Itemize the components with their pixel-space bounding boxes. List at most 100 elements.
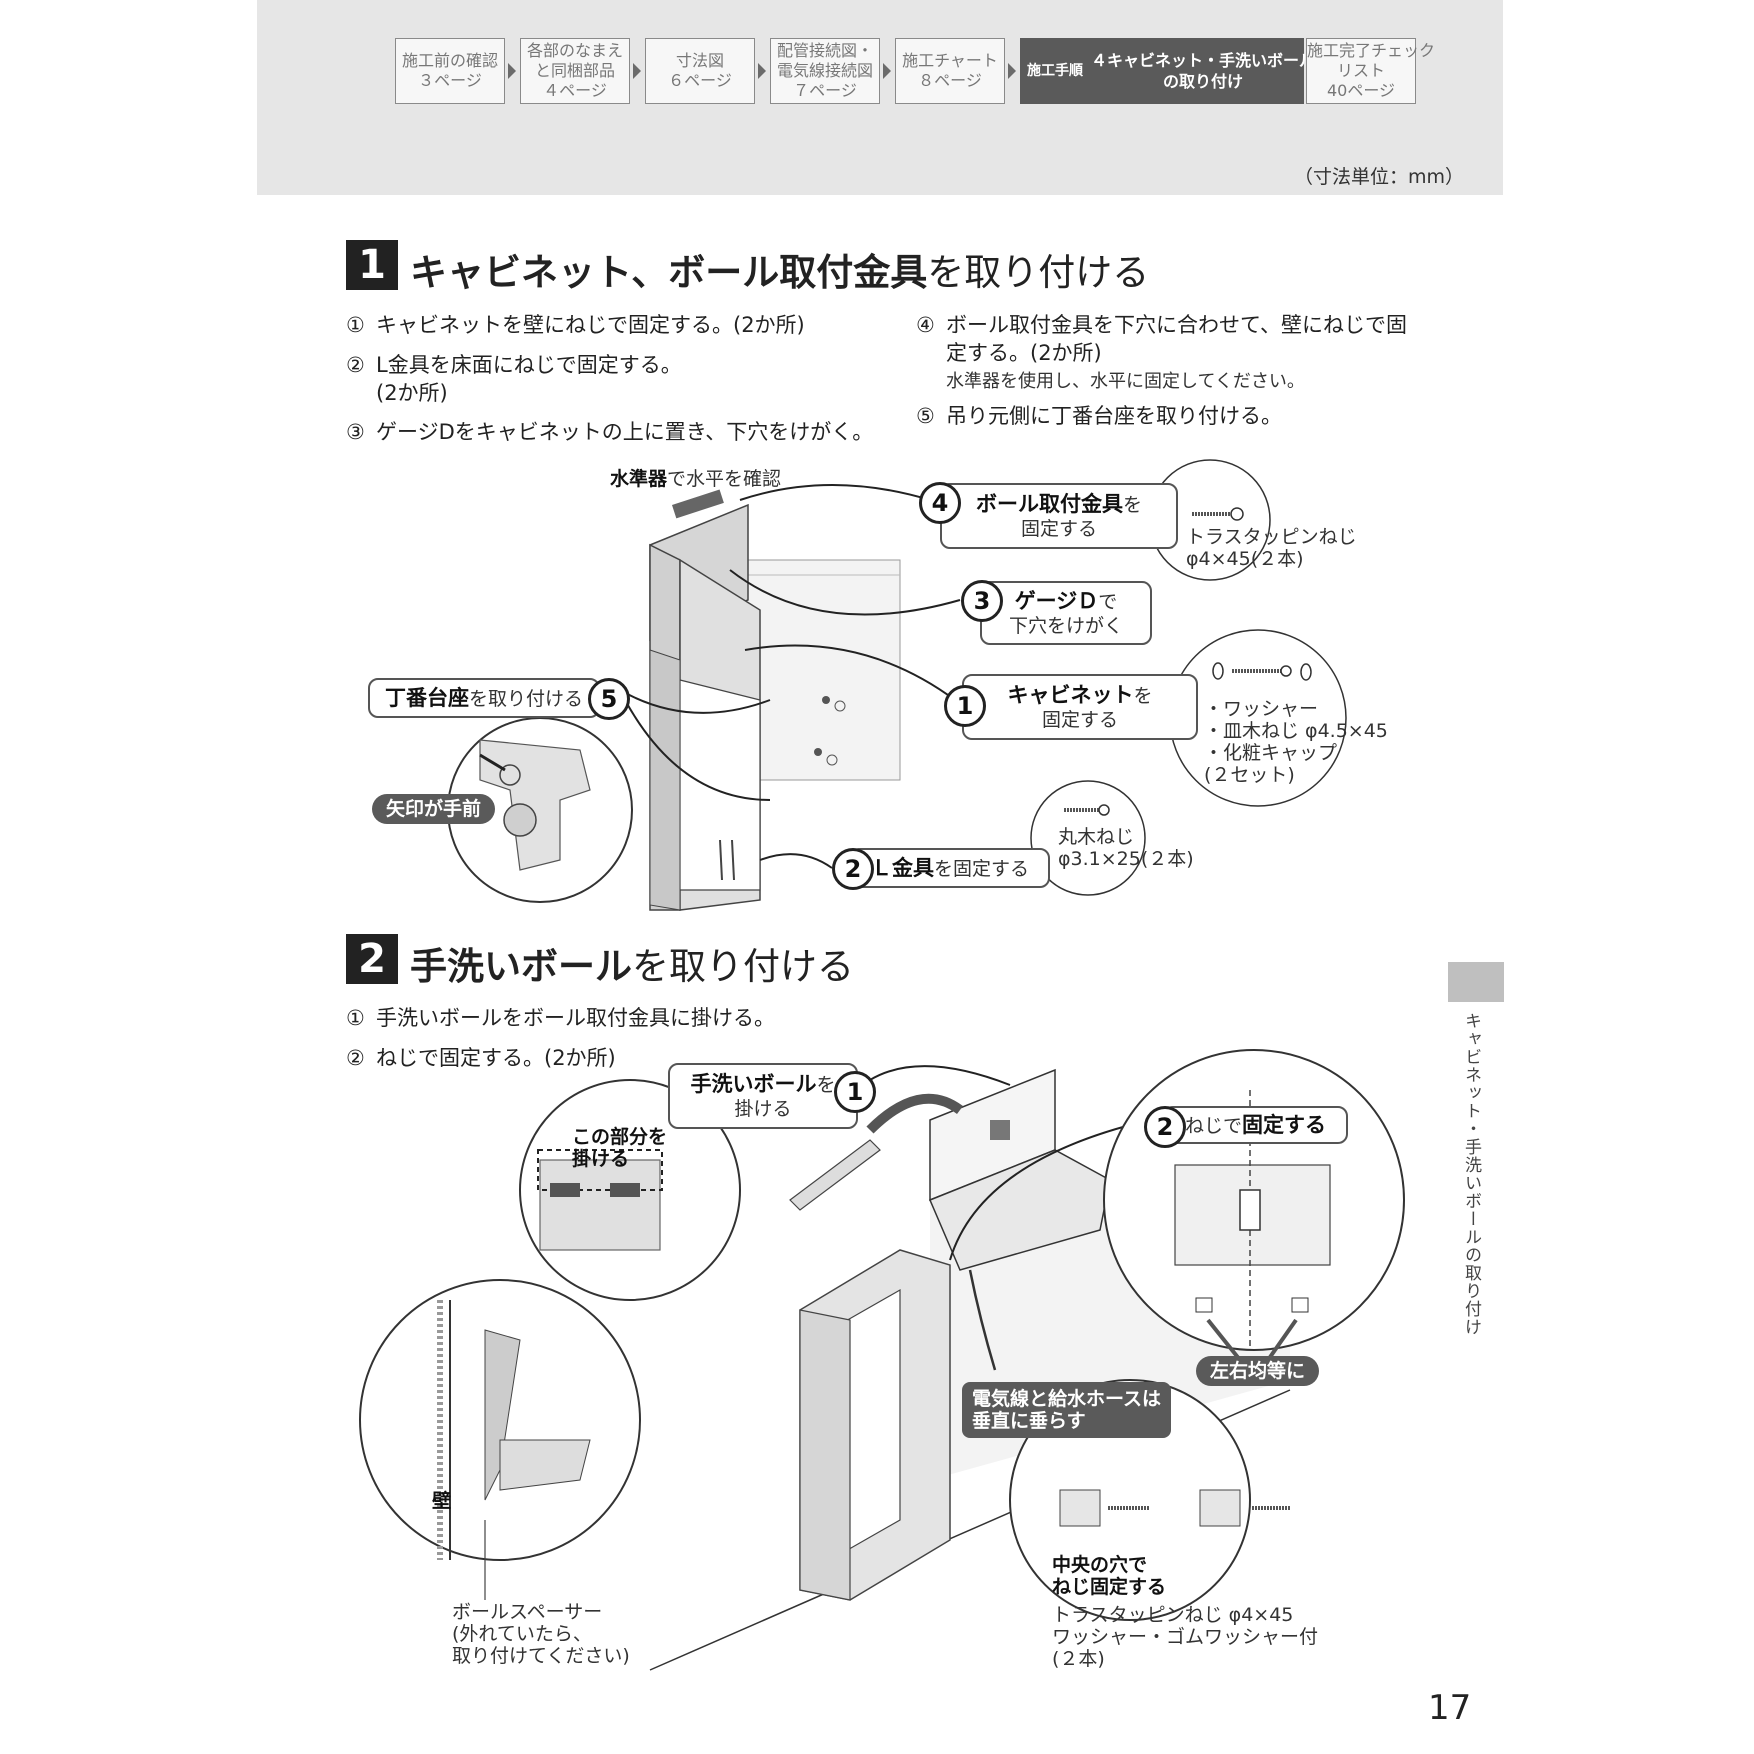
note-line: 垂直に垂らす bbox=[972, 1410, 1086, 1432]
callout-rest: を bbox=[1133, 684, 1153, 707]
nav-step-piping[interactable]: 配管接続図・ 電気線接続図 ７ページ bbox=[770, 38, 880, 104]
nav-step-dimensions[interactable]: 寸法図 ６ページ bbox=[645, 38, 755, 104]
equal-tag: 左右均等に bbox=[1196, 1356, 1320, 1386]
note-line: この部分を bbox=[572, 1126, 668, 1148]
screw1-note: ・ワッシャー ・皿木ねじ φ4.5×45 ・化粧キャップ (２セット) bbox=[1204, 698, 1388, 786]
callout-rest: を固定する bbox=[933, 857, 1029, 880]
nav-label: 施工前の確認 bbox=[401, 51, 498, 70]
note-line: ワッシャー・ゴムワッシャー付 bbox=[1052, 1626, 1319, 1648]
level-icon bbox=[672, 489, 724, 519]
note-line: 中央の穴で bbox=[1052, 1554, 1148, 1576]
callout-rest: ねじで bbox=[1184, 1114, 1242, 1137]
note-line: φ4×45(２本) bbox=[1186, 548, 1304, 570]
step-body: ゲージDをキャビネットの上に置き、下穴をけがく。 bbox=[376, 420, 874, 444]
callout-l-bracket: Ｌ金具を固定する bbox=[850, 848, 1050, 888]
step-mark: ② bbox=[346, 353, 365, 377]
nav-page: ６ページ bbox=[668, 71, 732, 90]
nav-arrow-icon bbox=[883, 63, 891, 79]
title-rest: を取り付ける bbox=[927, 251, 1150, 294]
callout-screw-fix: ねじで固定する bbox=[1163, 1106, 1348, 1144]
callout-line2: 下穴をけがく bbox=[1008, 614, 1123, 637]
callout-bold: 手洗いボール bbox=[690, 1071, 817, 1096]
title-bold: 手洗いボール bbox=[410, 945, 632, 988]
callout-line2: 掛ける bbox=[734, 1097, 792, 1120]
nav-step-checklist[interactable]: 施工完了チェック リスト 40ページ bbox=[1306, 38, 1436, 104]
level-note-rest: で水平を確認 bbox=[667, 468, 782, 490]
section-number: 1 bbox=[346, 240, 398, 290]
screw-note: トラスタッピンねじ φ4×45 ワッシャー・ゴムワッシャー付 (２本) bbox=[1052, 1604, 1318, 1670]
note-line: φ3.1×25(２本) bbox=[1058, 848, 1194, 870]
step-mark: ④ bbox=[916, 313, 935, 337]
hang-note: この部分を 掛ける bbox=[572, 1126, 667, 1170]
level-note: 水準器で水平を確認 bbox=[610, 468, 781, 490]
nav-label: 各部のなまえ bbox=[526, 41, 623, 60]
nav-step-parts[interactable]: 各部のなまえ と同梱部品 ４ページ bbox=[520, 38, 630, 104]
screw4-note: トラスタッピンねじ φ4×45(２本) bbox=[1186, 526, 1357, 570]
step-text-cont: (2か所) bbox=[376, 381, 448, 405]
note-line: ボールスペーサー bbox=[452, 1601, 603, 1623]
note-line: ねじ固定する bbox=[1052, 1576, 1167, 1598]
section-title: 手洗いボールを取り付ける bbox=[410, 936, 854, 990]
note-line: トラスタッピンねじ bbox=[1186, 526, 1357, 548]
unit-note: （寸法単位：mm） bbox=[1293, 166, 1464, 188]
callout-bold: キャビネット bbox=[1007, 682, 1134, 707]
nav-page: ４ページ bbox=[543, 81, 607, 100]
callout-line2: 固定する bbox=[1041, 708, 1118, 731]
nav-label: リスト bbox=[1336, 61, 1385, 80]
page-number: 17 bbox=[1428, 1688, 1472, 1728]
nav-label: 施工チャート bbox=[902, 51, 998, 70]
note-line: ・ワッシャー bbox=[1204, 698, 1319, 720]
note-line: 壁 bbox=[432, 1490, 452, 1512]
callout-rest: で bbox=[1098, 590, 1118, 613]
center-note: 中央の穴で ねじ固定する bbox=[1052, 1554, 1166, 1598]
nav-step-pre-check[interactable]: 施工前の確認 ３ページ bbox=[395, 38, 505, 104]
nav-label: 寸法図 bbox=[675, 51, 724, 70]
callout-line2: 固定する bbox=[1020, 517, 1097, 540]
nav-step-chart[interactable]: 施工チャート ８ページ bbox=[895, 38, 1005, 104]
step-mark: ① bbox=[346, 1006, 365, 1030]
nav-label: の取り付け bbox=[1163, 72, 1244, 91]
section-number: 2 bbox=[346, 934, 398, 984]
note-line: 掛ける bbox=[572, 1148, 630, 1170]
nav-step-current[interactable]: 施工手順 ４キャビネット・手洗いボール の取り付け bbox=[1020, 38, 1315, 104]
nav-arrow-icon bbox=[508, 63, 516, 79]
callout-cabinet: キャビネットを 固定する bbox=[962, 674, 1198, 740]
callout-number: 2 bbox=[1144, 1106, 1186, 1148]
nav-arrow-icon bbox=[633, 63, 641, 79]
nav-label: と同梱部品 bbox=[534, 61, 615, 80]
nav-label: 配管接続図・ bbox=[776, 41, 873, 60]
wall-label: 壁 bbox=[432, 1490, 451, 1512]
nav-arrow-icon bbox=[758, 63, 766, 79]
note-line: (２本) bbox=[1052, 1648, 1105, 1670]
side-tab bbox=[1448, 962, 1504, 1002]
callout-gauge-d: ゲージＤで 下穴をけがく bbox=[980, 581, 1152, 645]
step-note-text: 水準器を使用し、水平に固定してください。 bbox=[946, 371, 1305, 392]
note-line: 取り付けてください) bbox=[452, 1645, 630, 1667]
callout-rest: を取り付ける bbox=[468, 687, 583, 710]
title-rest: を取り付ける bbox=[632, 945, 854, 988]
note-line: ・化粧キャップ bbox=[1204, 742, 1338, 764]
callout-number: 1 bbox=[944, 685, 986, 727]
callout-number: 3 bbox=[961, 580, 1003, 622]
callout-rest: を bbox=[1122, 493, 1142, 516]
nav-page: 40ページ bbox=[1326, 81, 1396, 100]
hose-tag: 電気線と給水ホースは 垂直に垂らす bbox=[962, 1382, 1172, 1438]
callout-hang-bowl: 手洗いボールを 掛ける bbox=[668, 1063, 858, 1129]
callout-number: 2 bbox=[832, 848, 874, 890]
callout-number: 1 bbox=[834, 1071, 876, 1113]
step-body: ボール取付金具を下穴に合わせて、壁にねじで固 bbox=[946, 313, 1407, 337]
callout-bold: ゲージＤ bbox=[1014, 588, 1099, 613]
nav-arrow-icon bbox=[1008, 63, 1016, 79]
title-bold: キャビネット、ボール取付金具 bbox=[410, 251, 928, 294]
screw2-note: 丸木ねじ φ3.1×25(２本) bbox=[1058, 826, 1194, 870]
step-body: ねじで固定する。(2か所) bbox=[376, 1046, 616, 1070]
nav-label: 施工完了チェック bbox=[1307, 41, 1436, 60]
callout-hinge-base: 丁番台座を取り付ける bbox=[368, 678, 600, 718]
